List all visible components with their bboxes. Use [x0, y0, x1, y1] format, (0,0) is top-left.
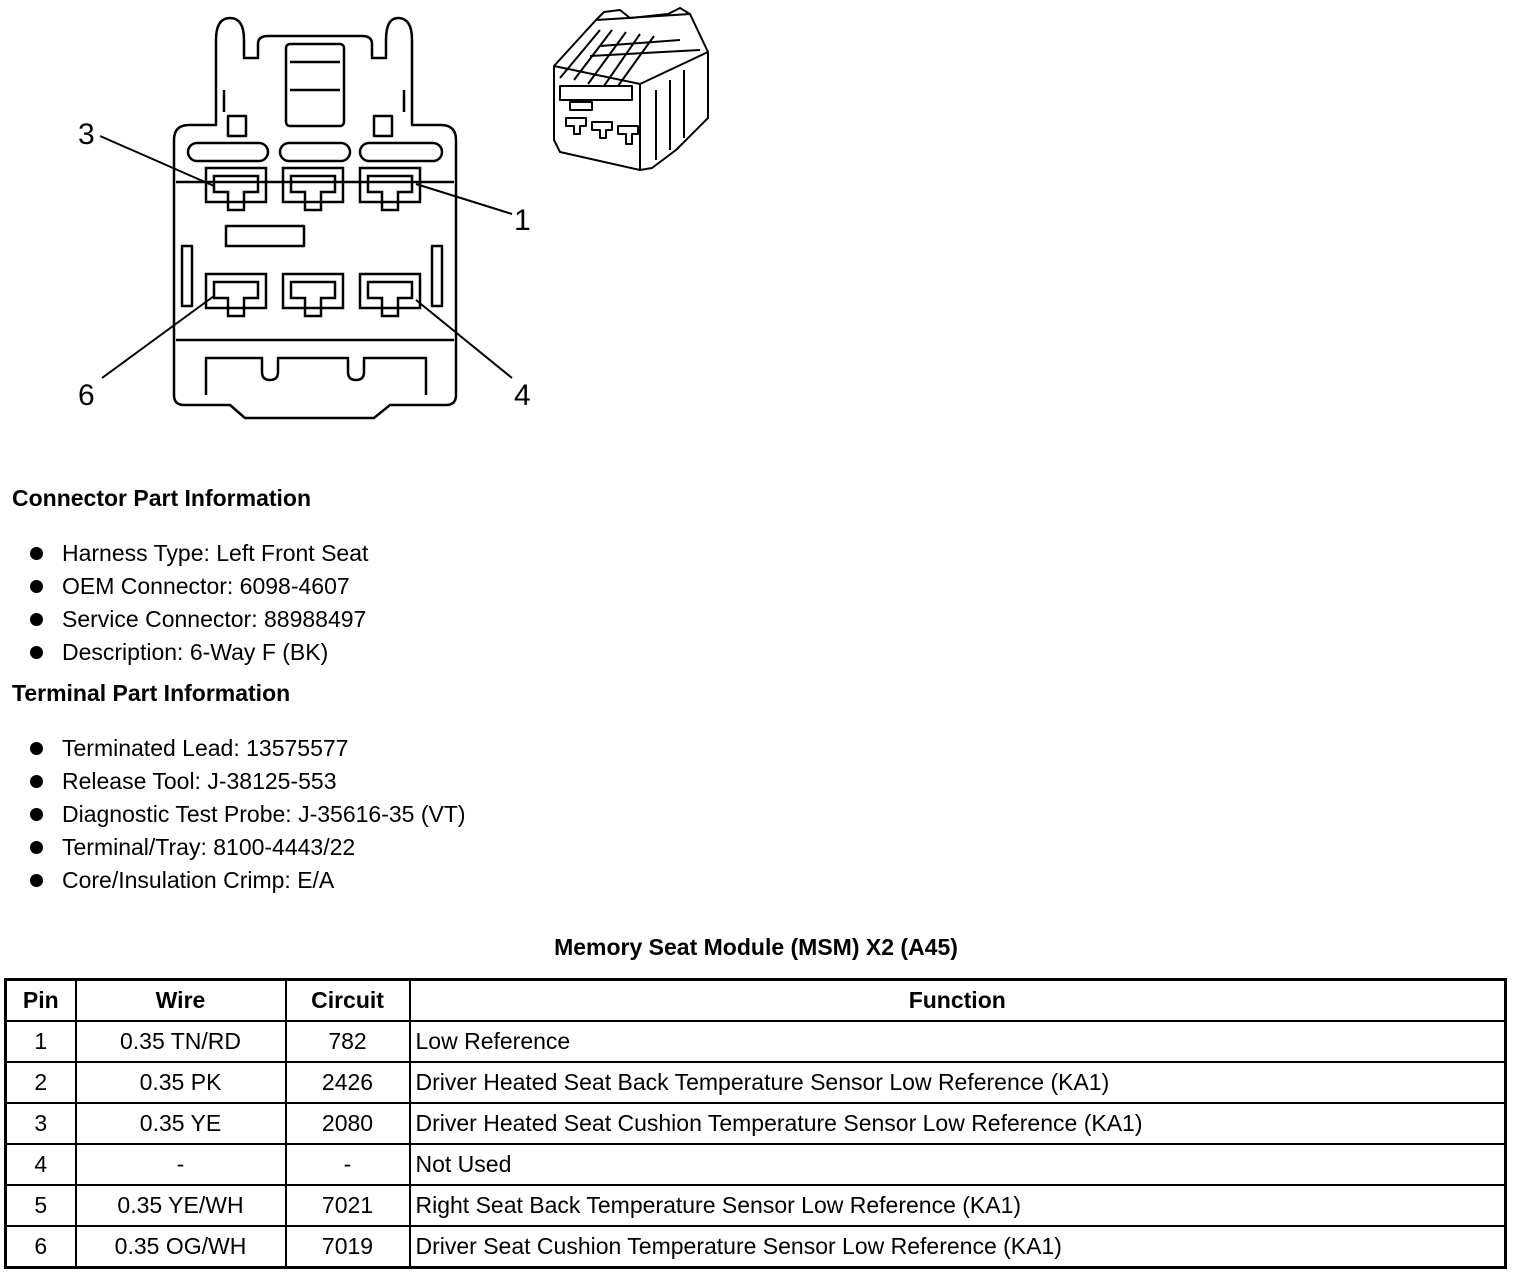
cell-function: Driver Heated Seat Cushion Temperature S…: [408, 1102, 1507, 1145]
connector-diagram: 3 1 6 4: [78, 7, 709, 420]
cell-function: Right Seat Back Temperature Sensor Low R…: [408, 1184, 1507, 1227]
pinout-table: Pin Wire Circuit Function 1 0.35 TN/RD 7…: [4, 978, 1507, 1269]
cell-pin: 6: [4, 1225, 77, 1269]
cell-wire: 0.35 YE/WH: [74, 1184, 287, 1227]
cell-function: Driver Seat Cushion Temperature Sensor L…: [408, 1225, 1507, 1269]
pin-label-3: 3: [78, 118, 95, 151]
cell-wire: -: [74, 1143, 287, 1186]
cell-circuit: 7021: [284, 1184, 411, 1227]
table-row: 1 0.35 TN/RD 782 Low Reference: [4, 1020, 1507, 1063]
list-item: Terminated Lead: 13575577: [0, 732, 466, 765]
cell-circuit: 2080: [284, 1102, 411, 1145]
cell-pin: 1: [4, 1020, 77, 1063]
terminal-info-list: Terminated Lead: 13575577 Release Tool: …: [0, 732, 466, 897]
list-item: Diagnostic Test Probe: J-35616-35 (VT): [0, 798, 466, 831]
table-row: 4 - - Not Used: [4, 1143, 1507, 1186]
pin-label-6: 6: [78, 379, 95, 412]
table-title: Memory Seat Module (MSM) X2 (A45): [554, 934, 958, 960]
table-row: 2 0.35 PK 2426 Driver Heated Seat Back T…: [4, 1061, 1507, 1104]
cell-wire: 0.35 OG/WH: [74, 1225, 287, 1269]
list-item: Core/Insulation Crimp: E/A: [0, 864, 466, 897]
pin-label-1: 1: [514, 204, 531, 237]
cell-function: Not Used: [408, 1143, 1507, 1186]
list-item: Description: 6-Way F (BK): [0, 636, 368, 669]
connector-3d-view: [553, 7, 709, 171]
table-row: 5 0.35 YE/WH 7021 Right Seat Back Temper…: [4, 1184, 1507, 1227]
cell-wire: 0.35 PK: [74, 1061, 287, 1104]
connector-info-heading: Connector Part Information: [12, 485, 312, 511]
cell-circuit: 2426: [284, 1061, 411, 1104]
cell-circuit: -: [284, 1143, 411, 1186]
cell-pin: 3: [4, 1102, 77, 1145]
column-header-function: Function: [408, 978, 1507, 1022]
cell-function: Low Reference: [408, 1020, 1507, 1063]
column-header-circuit: Circuit: [284, 978, 411, 1022]
cell-circuit: 7019: [284, 1225, 411, 1269]
list-item: OEM Connector: 6098-4607: [0, 570, 368, 603]
list-item: Release Tool: J-38125-553: [0, 765, 466, 798]
pin-label-4: 4: [514, 379, 531, 412]
cell-wire: 0.35 TN/RD: [74, 1020, 287, 1063]
cell-pin: 4: [4, 1143, 77, 1186]
list-item: Service Connector: 88988497: [0, 603, 368, 636]
column-header-wire: Wire: [74, 978, 287, 1022]
cell-function: Driver Heated Seat Back Temperature Sens…: [408, 1061, 1507, 1104]
table-header-row: Pin Wire Circuit Function: [4, 978, 1507, 1022]
cell-circuit: 782: [284, 1020, 411, 1063]
cell-pin: 2: [4, 1061, 77, 1104]
cell-pin: 5: [4, 1184, 77, 1227]
connector-info-list: Harness Type: Left Front Seat OEM Connec…: [0, 537, 368, 669]
table-row: 3 0.35 YE 2080 Driver Heated Seat Cushio…: [4, 1102, 1507, 1145]
list-item: Terminal/Tray: 8100-4443/22: [0, 831, 466, 864]
table-row: 6 0.35 OG/WH 7019 Driver Seat Cushion Te…: [4, 1225, 1507, 1269]
list-item: Harness Type: Left Front Seat: [0, 537, 368, 570]
cell-wire: 0.35 YE: [74, 1102, 287, 1145]
column-header-pin: Pin: [4, 978, 77, 1022]
terminal-info-heading: Terminal Part Information: [12, 680, 291, 706]
